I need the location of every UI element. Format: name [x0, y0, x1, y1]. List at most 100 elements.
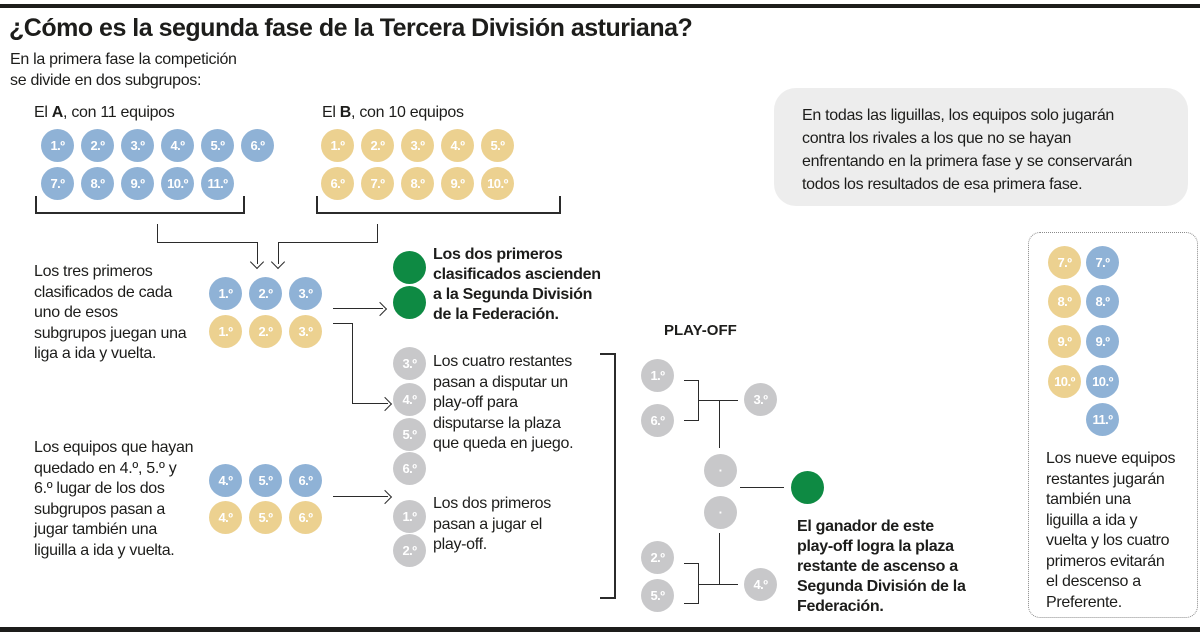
mid-league-b-4: 4.º — [209, 501, 242, 534]
bracket-a-right — [243, 196, 245, 214]
team-b-4: 4.º — [441, 129, 474, 162]
text-line: El ganador de este — [797, 518, 934, 535]
bracket-bottom — [600, 597, 616, 599]
top-league-b-2: 2.º — [249, 315, 282, 348]
text-line: Segunda División de la — [797, 578, 966, 595]
text-line: Preferente. — [1046, 593, 1122, 611]
text-line: liguilla a ida y — [1046, 511, 1138, 529]
relegation-b-10: 10.º — [1048, 365, 1081, 398]
mid-top-2: 2.º — [393, 534, 426, 567]
text-line: Los nueve equipos — [1046, 450, 1176, 467]
team-a-5: 5.º — [201, 129, 234, 162]
note-line: contra los rivales a los que no se hayan — [802, 130, 1072, 147]
text-line: vuelta y los cuatro — [1046, 532, 1170, 549]
connector — [157, 242, 257, 243]
bracket-top — [600, 353, 616, 355]
bracket-a — [35, 212, 245, 214]
text-line: jugar también una — [34, 521, 157, 538]
relegation-panel — [1028, 232, 1198, 618]
connector — [740, 487, 784, 488]
playoff-winner-text: El ganador de este play-off logra la pla… — [797, 517, 966, 617]
team-b-3: 3.º — [401, 129, 434, 162]
promotion-text: Los dos primeros clasificados ascienden … — [433, 245, 601, 325]
playoff-seed-2: 2.º — [641, 541, 674, 574]
relegation-a-7: 7.º — [1086, 246, 1119, 279]
team-b-10: 10.º — [481, 167, 514, 200]
group-letter: B — [339, 104, 352, 121]
text-line: uno de esos — [34, 304, 118, 321]
team-a-2: 2.º — [81, 129, 114, 162]
text-line: subgrupos juegan una — [34, 324, 187, 342]
note-line: En todas las liguillas, los equipos solo… — [802, 107, 1115, 124]
text-line: restante de ascenso a — [797, 558, 958, 575]
info-note: En todas las liguillas, los equipos solo… — [774, 88, 1188, 206]
text-line: el descenso a — [1046, 573, 1141, 590]
playoff-heading: PLAY-OFF — [664, 322, 737, 339]
relegation-a-11: 11.º — [1086, 403, 1119, 436]
text-line: subgrupos pasan a — [34, 500, 166, 518]
connector — [352, 323, 353, 403]
text-line: Los equipos que hayan — [34, 439, 194, 456]
team-b-6: 6.º — [321, 167, 354, 200]
text-line: primeros evitarán — [1046, 552, 1165, 570]
bracket-vertical — [614, 353, 616, 599]
playoff-seed-3: 3.º — [744, 383, 777, 416]
connector — [333, 323, 353, 324]
mid-league-a-5: 5.º — [249, 464, 282, 497]
playoff-seed-4: 4.º — [744, 568, 777, 601]
intro-line: En la primera fase la competición — [10, 51, 237, 68]
team-b-2: 2.º — [361, 129, 394, 162]
semi-winner-1: · — [704, 454, 737, 487]
playoff-winner-dot — [791, 471, 824, 504]
arrow-down-icon — [249, 254, 265, 270]
top-two-mid-text: Los dos primeros pasan a jugar el play-o… — [433, 494, 551, 556]
intro-line: se divide en dos subgrupos: — [10, 71, 202, 89]
text-line: play-off. — [433, 536, 487, 553]
group-letter: A — [51, 104, 64, 121]
text-line: Los tres primeros — [34, 263, 153, 280]
relegation-a-9: 9.º — [1086, 325, 1119, 358]
group-b-label: El B, con 10 equipos — [322, 103, 464, 124]
note-line: todos los resultados de esa primera fase… — [802, 176, 1083, 193]
mid-league-a-6: 6.º — [289, 464, 322, 497]
mid-league-b-6: 6.º — [289, 501, 322, 534]
text-line: de la Federación. — [433, 306, 559, 323]
remaining-6: 6.º — [393, 452, 426, 485]
text-line: play-off para — [433, 394, 518, 411]
text-line: Los cuatro restantes — [433, 353, 572, 370]
mid-league-a-4: 4.º — [209, 464, 242, 497]
relegation-b-9: 9.º — [1048, 325, 1081, 358]
team-a-7: 7.º — [41, 167, 74, 200]
connector — [278, 242, 378, 243]
top-league-b-3: 3.º — [289, 315, 322, 348]
connector — [698, 400, 738, 401]
text-line: Los dos primeros — [433, 495, 551, 512]
playoff-seed-6: 6.º — [641, 404, 674, 437]
connector — [257, 242, 258, 264]
top-rule — [0, 4, 1200, 8]
mid-league-b-5: 5.º — [249, 501, 282, 534]
team-b-9: 9.º — [441, 167, 474, 200]
team-a-10: 10.º — [161, 167, 194, 200]
playoff-seed-5: 5.º — [641, 579, 674, 612]
connector — [684, 603, 698, 604]
group-a-label: El A, con 11 equipos — [34, 103, 175, 124]
top-league-a-3: 3.º — [289, 277, 322, 310]
label-prefix: El — [322, 104, 340, 121]
top-league-b-1: 1.º — [209, 315, 242, 348]
remaining-4: 4.º — [393, 383, 426, 416]
connector — [352, 403, 388, 404]
connector — [684, 380, 698, 381]
connector — [333, 496, 388, 497]
top-league-a-1: 1.º — [209, 277, 242, 310]
connector — [719, 533, 720, 585]
remaining-four-text: Los cuatro restantes pasan a disputar un… — [433, 352, 574, 455]
label-prefix: El — [34, 104, 52, 121]
mid-top-1: 1.º — [393, 500, 426, 533]
promotion-dot — [393, 251, 426, 284]
text-line: clasificados de cada — [34, 283, 173, 301]
bracket-b — [316, 212, 561, 214]
connector — [333, 308, 383, 309]
team-b-7: 7.º — [361, 167, 394, 200]
connector — [698, 563, 699, 604]
